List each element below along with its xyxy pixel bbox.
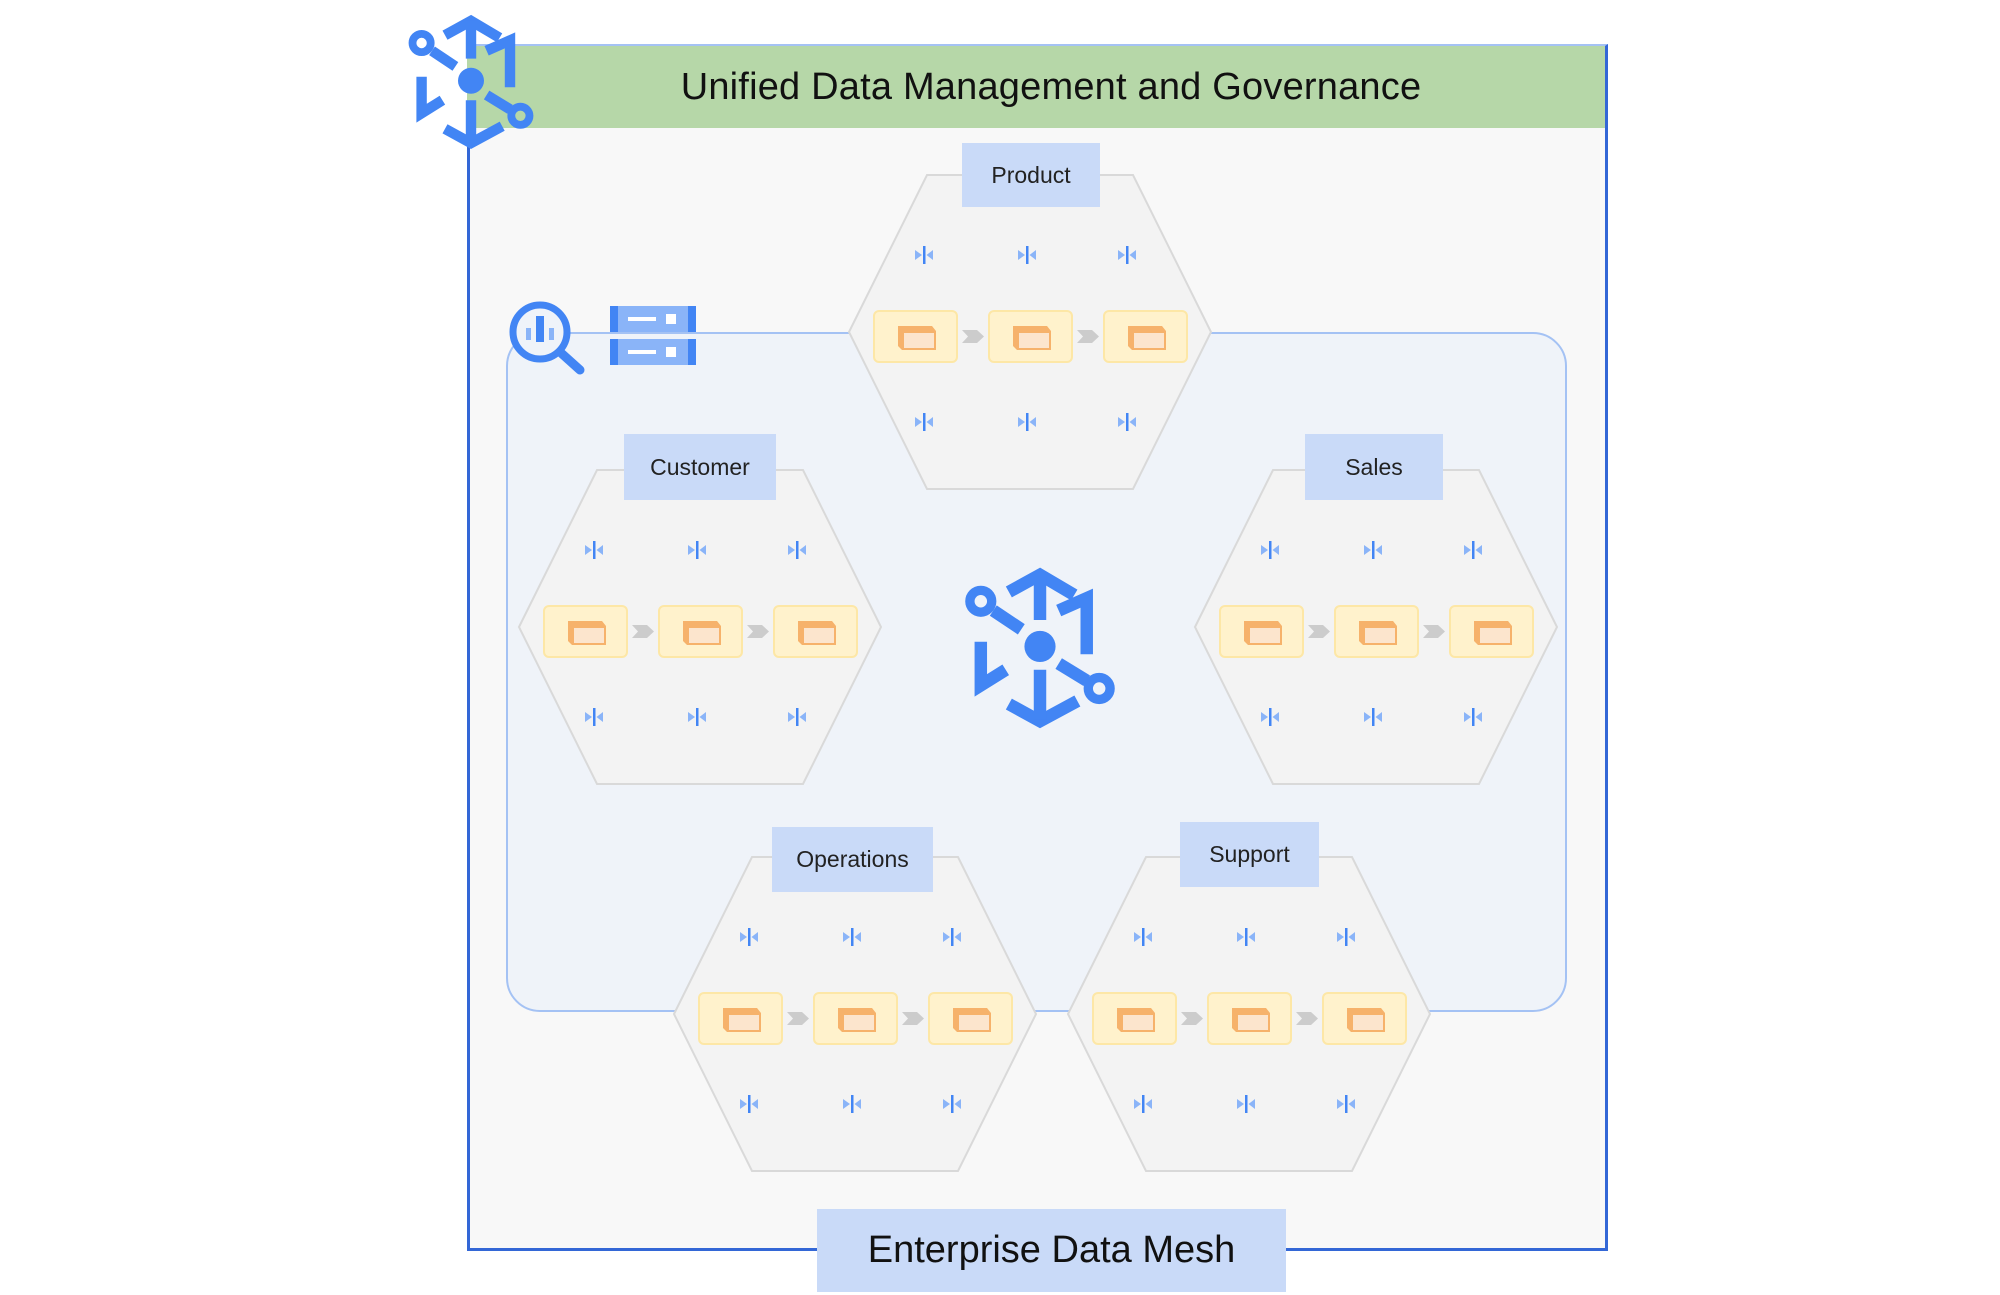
data-product-card bbox=[1322, 992, 1407, 1045]
domain-label-text: Customer bbox=[650, 453, 750, 480]
data-product-card bbox=[773, 605, 858, 658]
domain-label-text: Product bbox=[991, 161, 1071, 188]
data-source-icon bbox=[686, 539, 708, 561]
data-source-icon bbox=[583, 706, 605, 728]
data-source-icon bbox=[1462, 539, 1484, 561]
data-product-icon bbox=[719, 1004, 763, 1034]
data-source-icon bbox=[1335, 1093, 1357, 1115]
data-source-icon bbox=[1362, 706, 1384, 728]
data-source-icon bbox=[786, 539, 808, 561]
header-title: Unified Data Management and Governance bbox=[680, 65, 1422, 108]
data-product-icon bbox=[834, 1004, 878, 1034]
header-band: Unified Data Management and Governance bbox=[467, 44, 1608, 128]
data-source-icon bbox=[1132, 926, 1154, 948]
data-source-icon bbox=[786, 706, 808, 728]
data-source-icon bbox=[738, 926, 760, 948]
data-product-card bbox=[1334, 605, 1419, 658]
data-source-icon bbox=[1132, 1093, 1154, 1115]
domain-label-sales: Sales bbox=[1305, 434, 1443, 500]
pipeline-chevron-icon bbox=[787, 1012, 809, 1025]
data-source-icon bbox=[738, 1093, 760, 1115]
data-product-card bbox=[1449, 605, 1534, 658]
data-source-icon bbox=[1235, 926, 1257, 948]
analytics-search-icon bbox=[509, 301, 585, 375]
data-product-icon bbox=[679, 617, 723, 647]
pipeline-chevron-icon bbox=[747, 625, 769, 638]
data-product-icon bbox=[1355, 617, 1399, 647]
data-source-icon bbox=[941, 1093, 963, 1115]
domain-label-product: Product bbox=[962, 143, 1100, 207]
data-product-icon bbox=[1009, 322, 1053, 352]
enterprise-data-mesh-label: Enterprise Data Mesh bbox=[817, 1209, 1286, 1292]
pipeline-chevron-icon bbox=[1077, 330, 1099, 343]
data-source-icon bbox=[1362, 539, 1384, 561]
data-product-icon bbox=[1343, 1004, 1387, 1034]
data-product-icon bbox=[564, 617, 608, 647]
domain-label-text: Operations bbox=[796, 846, 909, 872]
data-source-icon bbox=[841, 1093, 863, 1115]
footer-label-text: Enterprise Data Mesh bbox=[867, 1229, 1236, 1271]
pipeline-chevron-icon bbox=[962, 330, 984, 343]
domain-label-support: Support bbox=[1180, 822, 1319, 887]
data-product-icon bbox=[1240, 617, 1284, 647]
data-source-icon bbox=[941, 926, 963, 948]
domain-label-text: Sales bbox=[1345, 453, 1403, 480]
data-source-icon bbox=[913, 244, 935, 266]
pipeline-chevron-icon bbox=[1308, 625, 1330, 638]
domain-label-text: Support bbox=[1209, 841, 1290, 867]
storage-icon bbox=[610, 306, 696, 365]
data-source-icon bbox=[1016, 411, 1038, 433]
pipeline-chevron-icon bbox=[1181, 1012, 1203, 1025]
data-source-icon bbox=[583, 539, 605, 561]
data-product-card bbox=[873, 310, 958, 363]
pipeline-chevron-icon bbox=[1296, 1012, 1318, 1025]
data-source-icon bbox=[1259, 706, 1281, 728]
data-mesh-logo-icon bbox=[408, 14, 534, 150]
data-product-card bbox=[1219, 605, 1304, 658]
data-product-card bbox=[543, 605, 628, 658]
pipeline-chevron-icon bbox=[902, 1012, 924, 1025]
data-product-icon bbox=[949, 1004, 993, 1034]
data-source-icon bbox=[1016, 244, 1038, 266]
data-source-icon bbox=[686, 706, 708, 728]
pipeline-chevron-icon bbox=[1423, 625, 1445, 638]
data-source-icon bbox=[1235, 1093, 1257, 1115]
data-product-card bbox=[1207, 992, 1292, 1045]
domain-label-customer: Customer bbox=[624, 434, 776, 500]
data-product-card bbox=[1103, 310, 1188, 363]
data-source-icon bbox=[1116, 411, 1138, 433]
data-source-icon bbox=[1259, 539, 1281, 561]
domain-label-operations: Operations bbox=[772, 827, 933, 892]
data-product-card bbox=[928, 992, 1013, 1045]
data-mesh-hub-icon bbox=[965, 567, 1115, 729]
data-product-icon bbox=[794, 617, 838, 647]
data-product-icon bbox=[894, 322, 938, 352]
data-source-icon bbox=[1462, 706, 1484, 728]
pipeline-chevron-icon bbox=[632, 625, 654, 638]
data-source-icon bbox=[841, 926, 863, 948]
data-source-icon bbox=[913, 411, 935, 433]
data-product-card bbox=[813, 992, 898, 1045]
data-product-card bbox=[698, 992, 783, 1045]
data-product-icon bbox=[1470, 617, 1514, 647]
data-product-icon bbox=[1228, 1004, 1272, 1034]
data-source-icon bbox=[1116, 244, 1138, 266]
data-product-card bbox=[658, 605, 743, 658]
data-product-icon bbox=[1113, 1004, 1157, 1034]
data-product-icon bbox=[1124, 322, 1168, 352]
data-product-card bbox=[1092, 992, 1177, 1045]
data-product-card bbox=[988, 310, 1073, 363]
data-source-icon bbox=[1335, 926, 1357, 948]
